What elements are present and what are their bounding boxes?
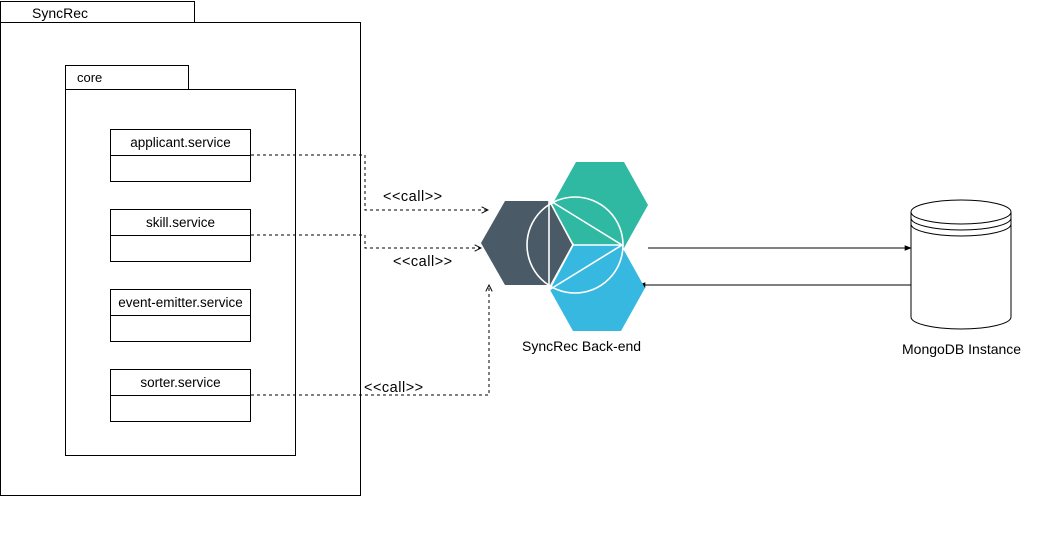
- service-name: sorter.service: [111, 370, 250, 396]
- call-label-sorter: <<call>>: [364, 380, 424, 396]
- backend-logo-icon: [481, 162, 648, 331]
- inner-package-title: core: [77, 70, 103, 85]
- service-box-skill: skill.service: [110, 209, 251, 262]
- call-connector-sorter: [251, 285, 489, 396]
- database-cylinder-icon: [910, 199, 1012, 330]
- logo-hex-teal: [552, 162, 648, 248]
- call-connector-applicant: [251, 154, 488, 210]
- service-box-event-emitter: event-emitter.service: [110, 289, 251, 342]
- call-connector-skill: [251, 234, 481, 248]
- package-title: SyncRec: [32, 5, 89, 21]
- service-name: skill.service: [111, 210, 250, 236]
- service-name: event-emitter.service: [111, 290, 250, 316]
- service-box-sorter: sorter.service: [110, 369, 251, 422]
- service-box-applicant: applicant.service: [110, 129, 251, 182]
- call-label-skill: <<call>>: [393, 254, 453, 270]
- call-label-applicant: <<call>>: [383, 189, 443, 205]
- database-label: MongoDB Instance: [902, 341, 1022, 357]
- backend-label: SyncRec Back-end: [522, 338, 642, 354]
- service-name: applicant.service: [111, 130, 250, 156]
